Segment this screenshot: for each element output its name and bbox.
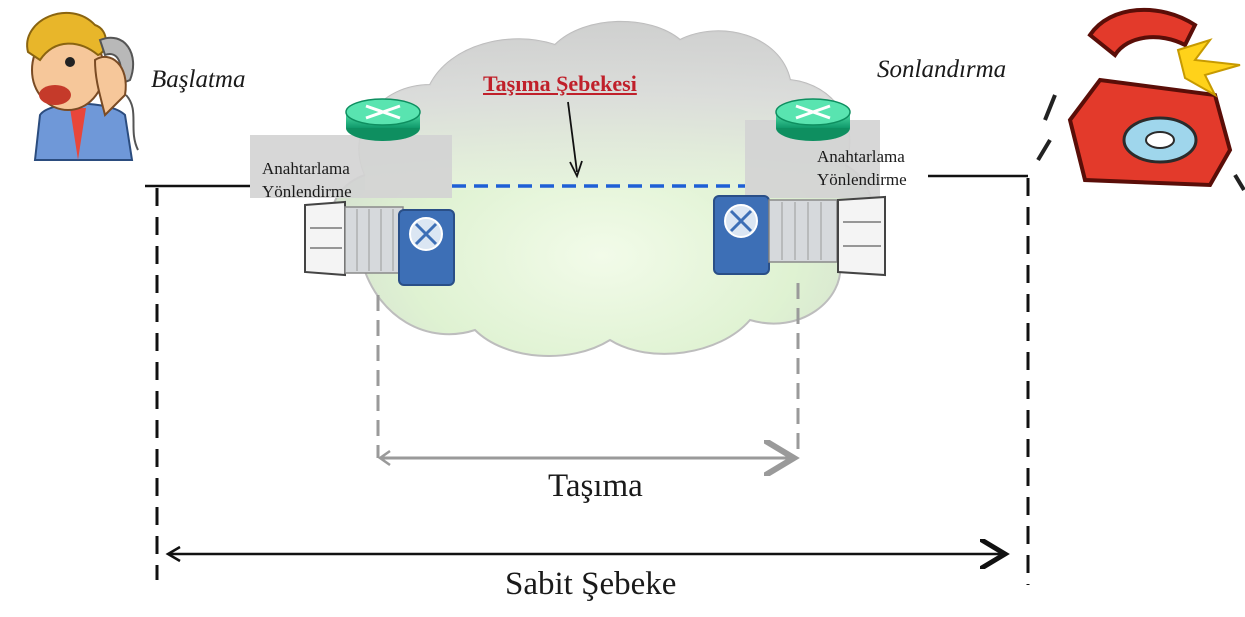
left-node-label: Anahtarlama Yönlendirme bbox=[262, 157, 352, 203]
left-node-label-line2: Yönlendirme bbox=[262, 182, 352, 201]
right-node-label: Anahtarlama Yönlendirme bbox=[817, 145, 907, 191]
person-on-phone-icon bbox=[8, 2, 150, 162]
router-icon bbox=[775, 98, 851, 141]
title-pointer-arrow bbox=[567, 101, 578, 173]
transport-label: Taşıma bbox=[548, 468, 643, 504]
start-label: Başlatma bbox=[151, 66, 246, 93]
right-node-label-line1: Anahtarlama bbox=[817, 147, 905, 166]
switch-rack-icon bbox=[304, 200, 455, 286]
fixed-network-label: Sabit Şebeke bbox=[505, 566, 677, 602]
switch-rack-icon bbox=[713, 195, 886, 277]
end-label: Sonlandırma bbox=[877, 56, 1007, 83]
right-switching-node bbox=[713, 98, 886, 277]
right-node-label-line2: Yönlendirme bbox=[817, 170, 907, 189]
left-switching-node bbox=[250, 98, 455, 286]
fixed-network-boundaries bbox=[145, 174, 1030, 585]
router-icon bbox=[345, 98, 421, 141]
left-node-label-line1: Anahtarlama bbox=[262, 159, 350, 178]
transport-boundaries bbox=[376, 283, 800, 458]
ringing-phone-icon bbox=[1036, 7, 1245, 192]
network-title: Taşıma Şebekesi bbox=[483, 71, 637, 96]
